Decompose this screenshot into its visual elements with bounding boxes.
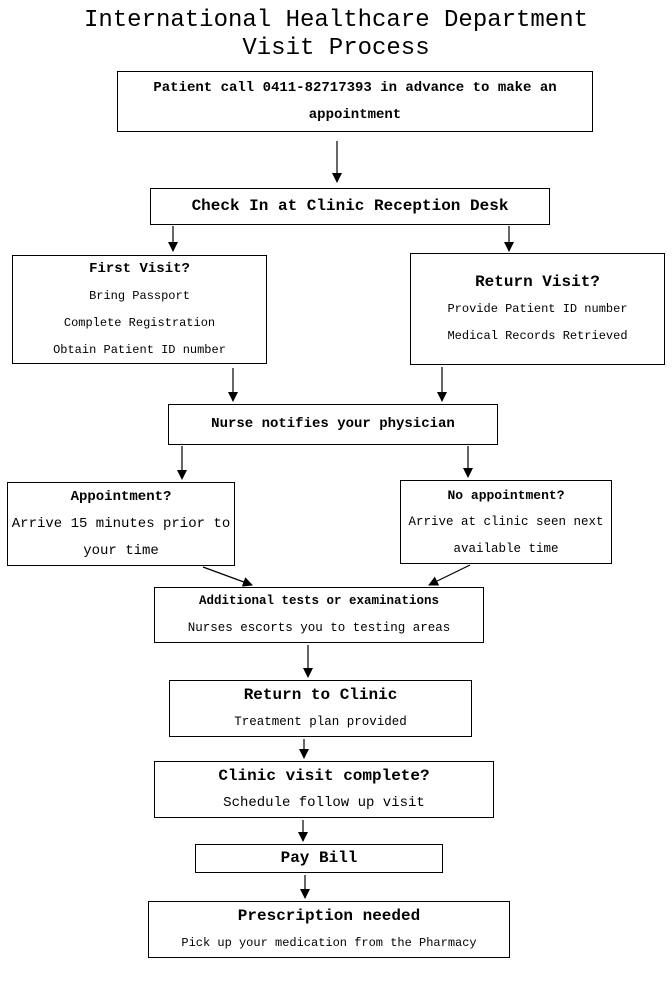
node-visit-complete-title: Clinic visit complete? [218, 766, 430, 785]
node-prescription-title: Prescription needed [237, 906, 421, 925]
node-appointment-line2: your time [83, 542, 159, 559]
node-check-in: Check In at Clinic Reception Desk [150, 188, 550, 225]
node-no-appointment-line2: available time [453, 541, 559, 556]
node-appointment-title: Appointment? [70, 488, 172, 505]
page-title: International Healthcare Department Visi… [0, 7, 672, 63]
node-no-appointment: No appointment? Arrive at clinic seen ne… [400, 480, 612, 564]
node-return-to-clinic-title: Return to Clinic [243, 685, 398, 704]
node-return-to-clinic: Return to Clinic Treatment plan provided [169, 680, 472, 737]
arrow-no-appointment-to-tests [428, 564, 471, 586]
node-appointment: Appointment? Arrive 15 minutes prior to … [7, 482, 235, 566]
node-additional-tests-line1: Nurses escorts you to testing areas [187, 621, 451, 635]
node-first-visit: First Visit? Bring Passport Complete Reg… [12, 255, 267, 364]
node-appointment-line1: Arrive 15 minutes prior to [11, 515, 231, 532]
node-visit-complete: Clinic visit complete? Schedule follow u… [154, 761, 494, 818]
node-prescription: Prescription needed Pick up your medicat… [148, 901, 510, 958]
node-return-visit-title: Return Visit? [475, 272, 600, 291]
node-first-visit-title: First Visit? [89, 260, 190, 277]
node-pay-bill-title: Pay Bill [280, 849, 358, 867]
node-first-visit-line3: Obtain Patient ID number [53, 342, 226, 357]
arrow-appointment-to-tests [202, 566, 253, 587]
node-no-appointment-title: No appointment? [447, 487, 565, 503]
node-call-ahead-line2: appointment [308, 106, 402, 123]
node-return-visit: Return Visit? Provide Patient ID number … [410, 253, 665, 365]
node-return-to-clinic-line1: Treatment plan provided [234, 714, 407, 729]
node-return-visit-line1: Provide Patient ID number [447, 301, 628, 316]
node-return-visit-line2: Medical Records Retrieved [447, 328, 628, 343]
page-title-line1: International Healthcare Department [83, 7, 589, 34]
node-visit-complete-line1: Schedule follow up visit [223, 794, 425, 811]
node-prescription-line1: Pick up your medication from the Pharmac… [181, 935, 477, 950]
node-no-appointment-line1: Arrive at clinic seen next [408, 514, 604, 529]
node-nurse-notifies: Nurse notifies your physician [168, 404, 498, 445]
node-pay-bill: Pay Bill [195, 844, 443, 873]
page-title-line2: Visit Process [242, 35, 430, 62]
node-call-ahead-line1: Patient call 0411-82717393 in advance to… [153, 79, 557, 96]
node-nurse-notifies-title: Nurse notifies your physician [211, 416, 455, 432]
node-first-visit-line1: Bring Passport [89, 288, 190, 303]
node-check-in-title: Check In at Clinic Reception Desk [191, 197, 509, 215]
node-additional-tests: Additional tests or examinations Nurses … [154, 587, 484, 643]
node-additional-tests-title: Additional tests or examinations [198, 594, 440, 608]
node-call-ahead: Patient call 0411-82717393 in advance to… [117, 71, 593, 132]
node-first-visit-line2: Complete Registration [63, 315, 216, 330]
